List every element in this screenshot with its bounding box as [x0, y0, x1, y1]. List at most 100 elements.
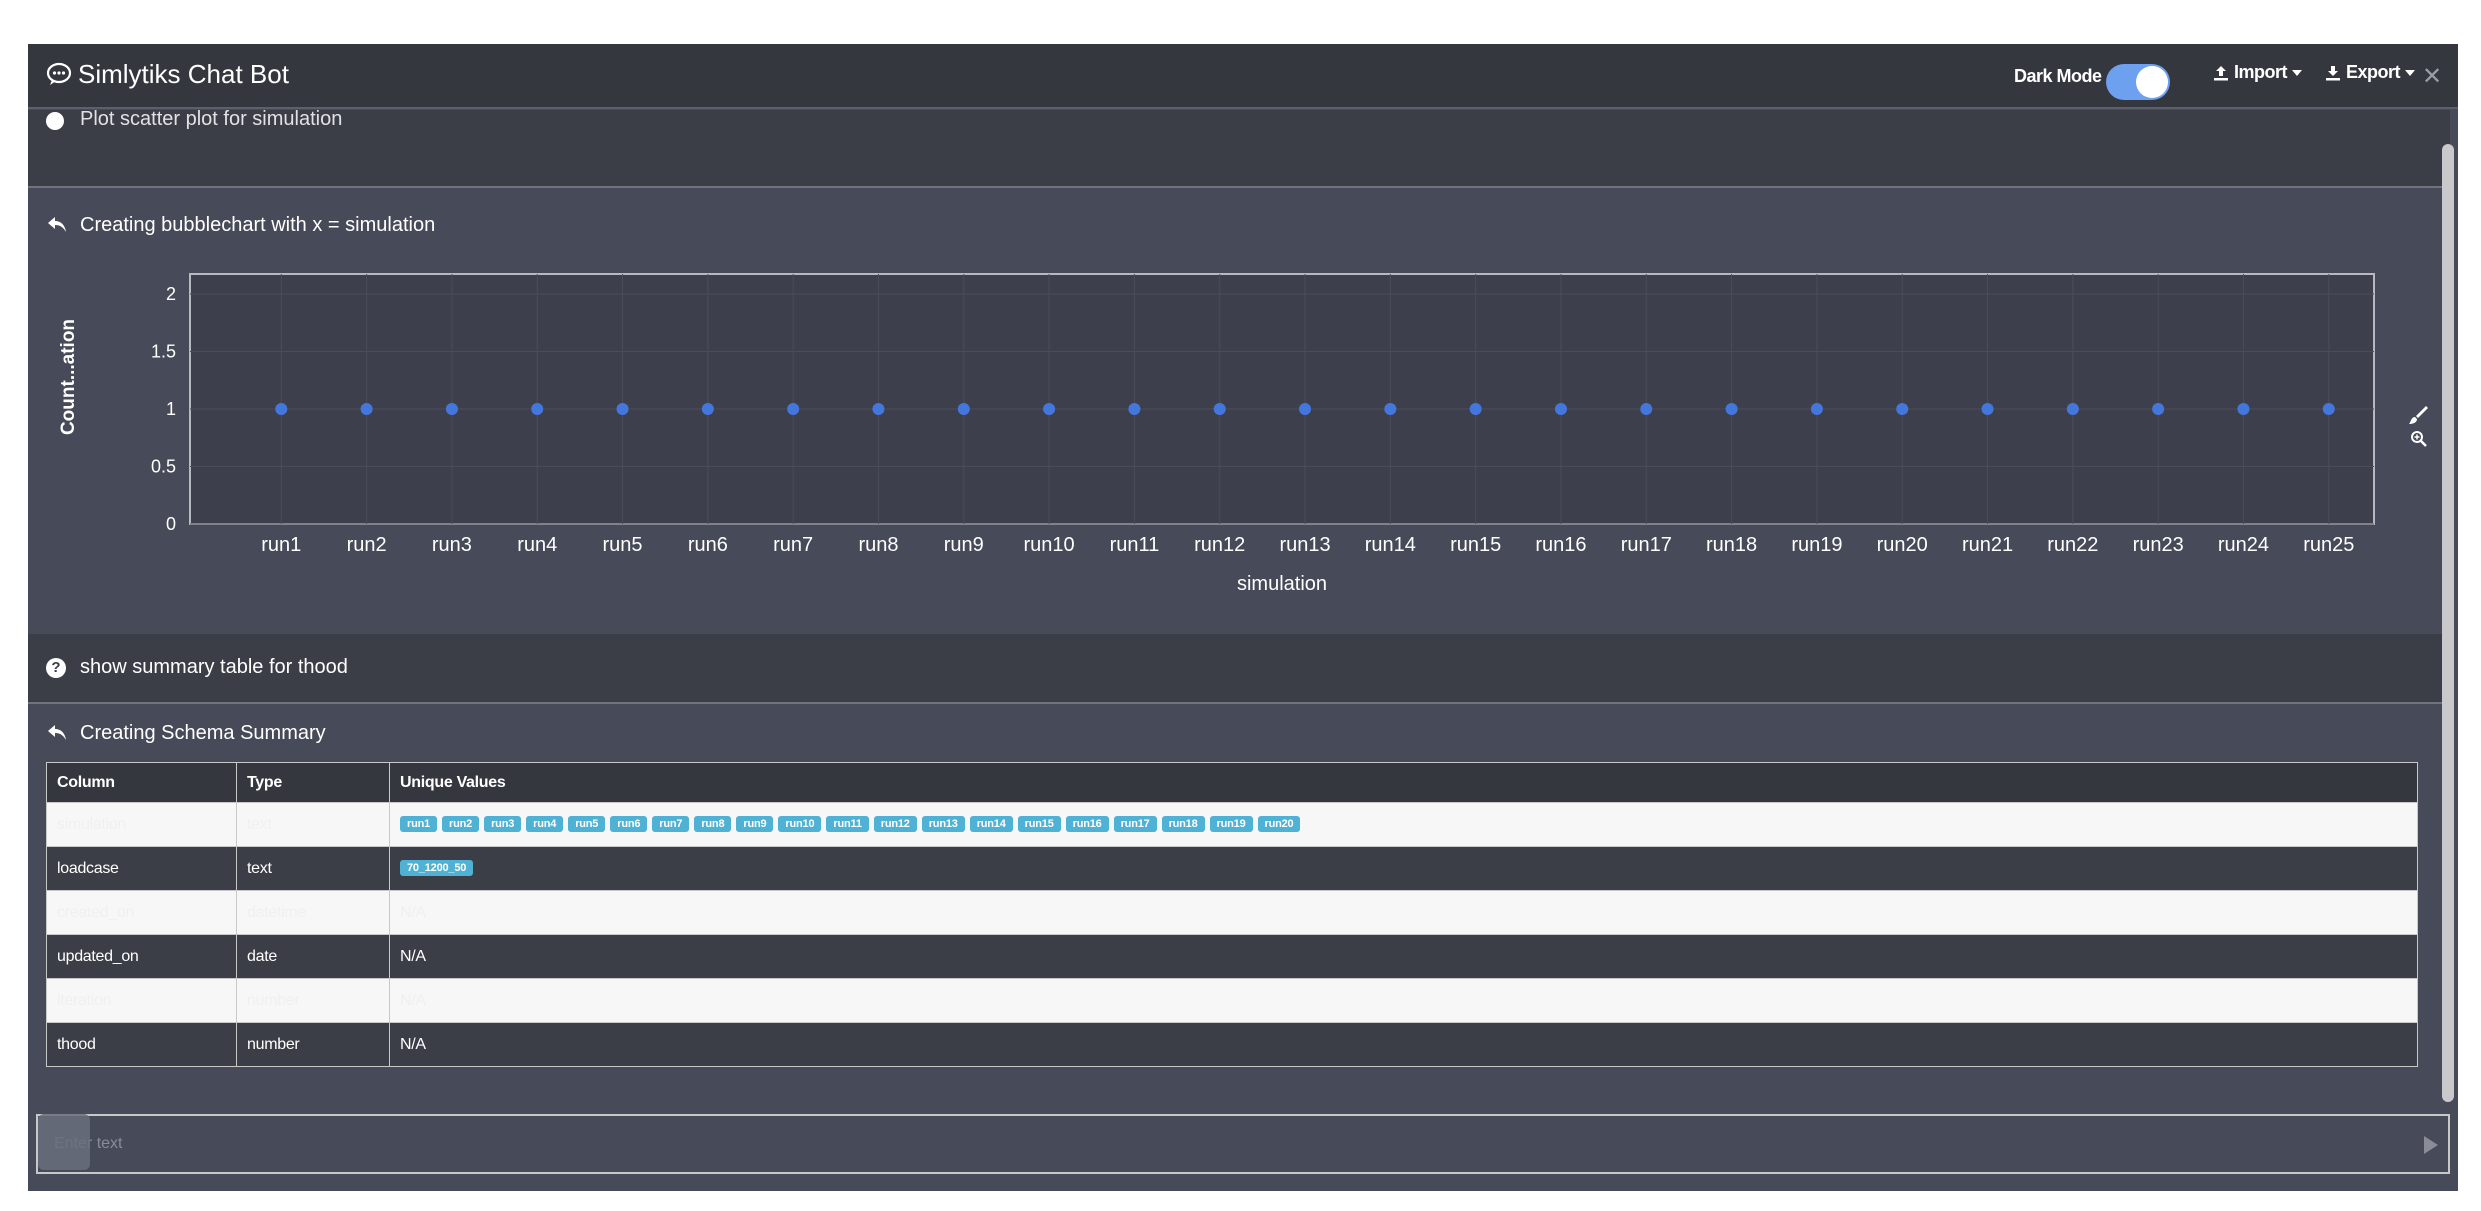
type-cell: number — [236, 978, 390, 1023]
value-tag: run14 — [969, 816, 1013, 833]
export-button[interactable]: Export — [2324, 62, 2416, 83]
app-title: Simlytiks Chat Bot — [78, 59, 289, 89]
column-header: Column — [46, 762, 237, 803]
close-icon[interactable]: ✕ — [2422, 63, 2443, 90]
value-tag: run10 — [778, 816, 822, 833]
import-button[interactable]: Import — [2212, 62, 2303, 83]
unique-values-header: Unique Values — [389, 762, 2418, 803]
brush-icon[interactable] — [2408, 404, 2430, 426]
data-point — [1896, 403, 1909, 415]
summary-question-text: show summary table for thood — [80, 656, 348, 678]
data-point — [445, 403, 458, 415]
data-point — [1213, 403, 1226, 415]
caret-down-icon — [2292, 69, 2302, 76]
type-header: Type — [236, 762, 390, 803]
y-tick-label: 1 — [166, 399, 176, 419]
dark-mode-label: Dark Mode — [2014, 66, 2102, 86]
zoom-icon[interactable] — [2410, 430, 2428, 448]
send-icon[interactable] — [2424, 1136, 2438, 1154]
scrollbar[interactable] — [2442, 144, 2454, 1102]
data-point — [1299, 403, 1312, 415]
y-axis-label: Count...ation — [58, 319, 79, 435]
value-tag: run20 — [1257, 816, 1301, 833]
message-input[interactable] — [36, 1114, 2450, 1174]
type-cell: text — [236, 846, 390, 891]
data-point — [2152, 403, 2165, 415]
data-point — [1043, 403, 1056, 415]
x-tick-label: run21 — [1962, 534, 2013, 556]
unique-values-cell: N/A — [389, 890, 2418, 935]
value-tag: run6 — [610, 816, 648, 833]
type-cell: datetime — [236, 890, 390, 935]
import-label: Import — [2234, 62, 2288, 82]
data-point — [1128, 403, 1141, 415]
x-tick-label: run11 — [1110, 534, 1160, 556]
caret-down-icon — [2405, 69, 2416, 76]
data-point — [1469, 403, 1482, 415]
value-tag: run15 — [1017, 816, 1061, 833]
x-tick-label: run19 — [1791, 534, 1842, 556]
title-bar: Simlytiks Chat Bot Dark Mode Import Expo… — [28, 44, 2458, 109]
input-area — [28, 1104, 2458, 1191]
x-tick-label: run7 — [773, 534, 813, 556]
previous-question-text: Plot scatter plot for simulation — [80, 108, 343, 130]
data-point — [701, 403, 714, 415]
data-point — [1640, 403, 1653, 415]
x-tick-label: run8 — [858, 534, 898, 556]
y-tick-label: 2 — [166, 284, 176, 304]
value-tag: run17 — [1113, 816, 1157, 833]
x-tick-label: run22 — [2047, 534, 2098, 556]
x-tick-label: run2 — [347, 534, 387, 556]
data-point — [275, 403, 288, 415]
column-cell: iteration — [46, 978, 237, 1023]
data-point — [2322, 403, 2335, 415]
comment-icon — [46, 62, 72, 85]
y-tick-label: 0.5 — [151, 457, 176, 477]
x-tick-label: run3 — [432, 534, 472, 556]
value-tag: run18 — [1161, 816, 1205, 833]
data-point — [957, 403, 970, 415]
schema-response: Creating Schema Summary Column Type Uniq… — [28, 706, 2450, 1148]
dark-mode-toggle[interactable] — [2106, 64, 2170, 100]
y-tick-label: 1.5 — [151, 342, 176, 362]
data-point — [787, 403, 800, 415]
data-point — [1981, 403, 1994, 415]
value-tag: run7 — [652, 816, 690, 833]
x-tick-label: run4 — [517, 534, 557, 556]
chatbot-window: Simlytiks Chat Bot Dark Mode Import Expo… — [28, 44, 2458, 1191]
plot-area — [189, 273, 2375, 525]
x-tick-label: run14 — [1365, 534, 1416, 556]
value-tag: run1 — [400, 816, 438, 833]
x-tick-label: run23 — [2133, 534, 2184, 556]
table-header-row: Column Type Unique Values — [46, 762, 2418, 803]
x-tick-label: run1 — [261, 534, 301, 556]
unique-values-cell: N/A — [389, 978, 2418, 1023]
unique-values-cell: N/A — [389, 934, 2418, 979]
value-tag: 70_1200_50 — [400, 860, 474, 877]
x-tick-label: run6 — [688, 534, 728, 556]
value-tag: run2 — [442, 816, 480, 833]
x-tick-label: run13 — [1279, 534, 1330, 556]
value-tag: run9 — [736, 816, 774, 833]
column-cell: loadcase — [46, 846, 237, 891]
type-cell: number — [236, 1022, 390, 1067]
unique-values-cell: N/A — [389, 1022, 2418, 1067]
value-tag: run8 — [694, 816, 732, 833]
column-cell: thood — [46, 1022, 237, 1067]
value-tag: run12 — [873, 816, 917, 833]
upload-icon — [2214, 65, 2228, 80]
x-tick-label: run12 — [1194, 534, 1245, 556]
data-point — [1554, 403, 1567, 415]
value-tag: run16 — [1065, 816, 1109, 833]
x-tick-label: run20 — [1877, 534, 1928, 556]
x-tick-label: run17 — [1621, 534, 1672, 556]
reply-icon — [48, 217, 66, 232]
floating-action-button[interactable] — [38, 1114, 90, 1170]
